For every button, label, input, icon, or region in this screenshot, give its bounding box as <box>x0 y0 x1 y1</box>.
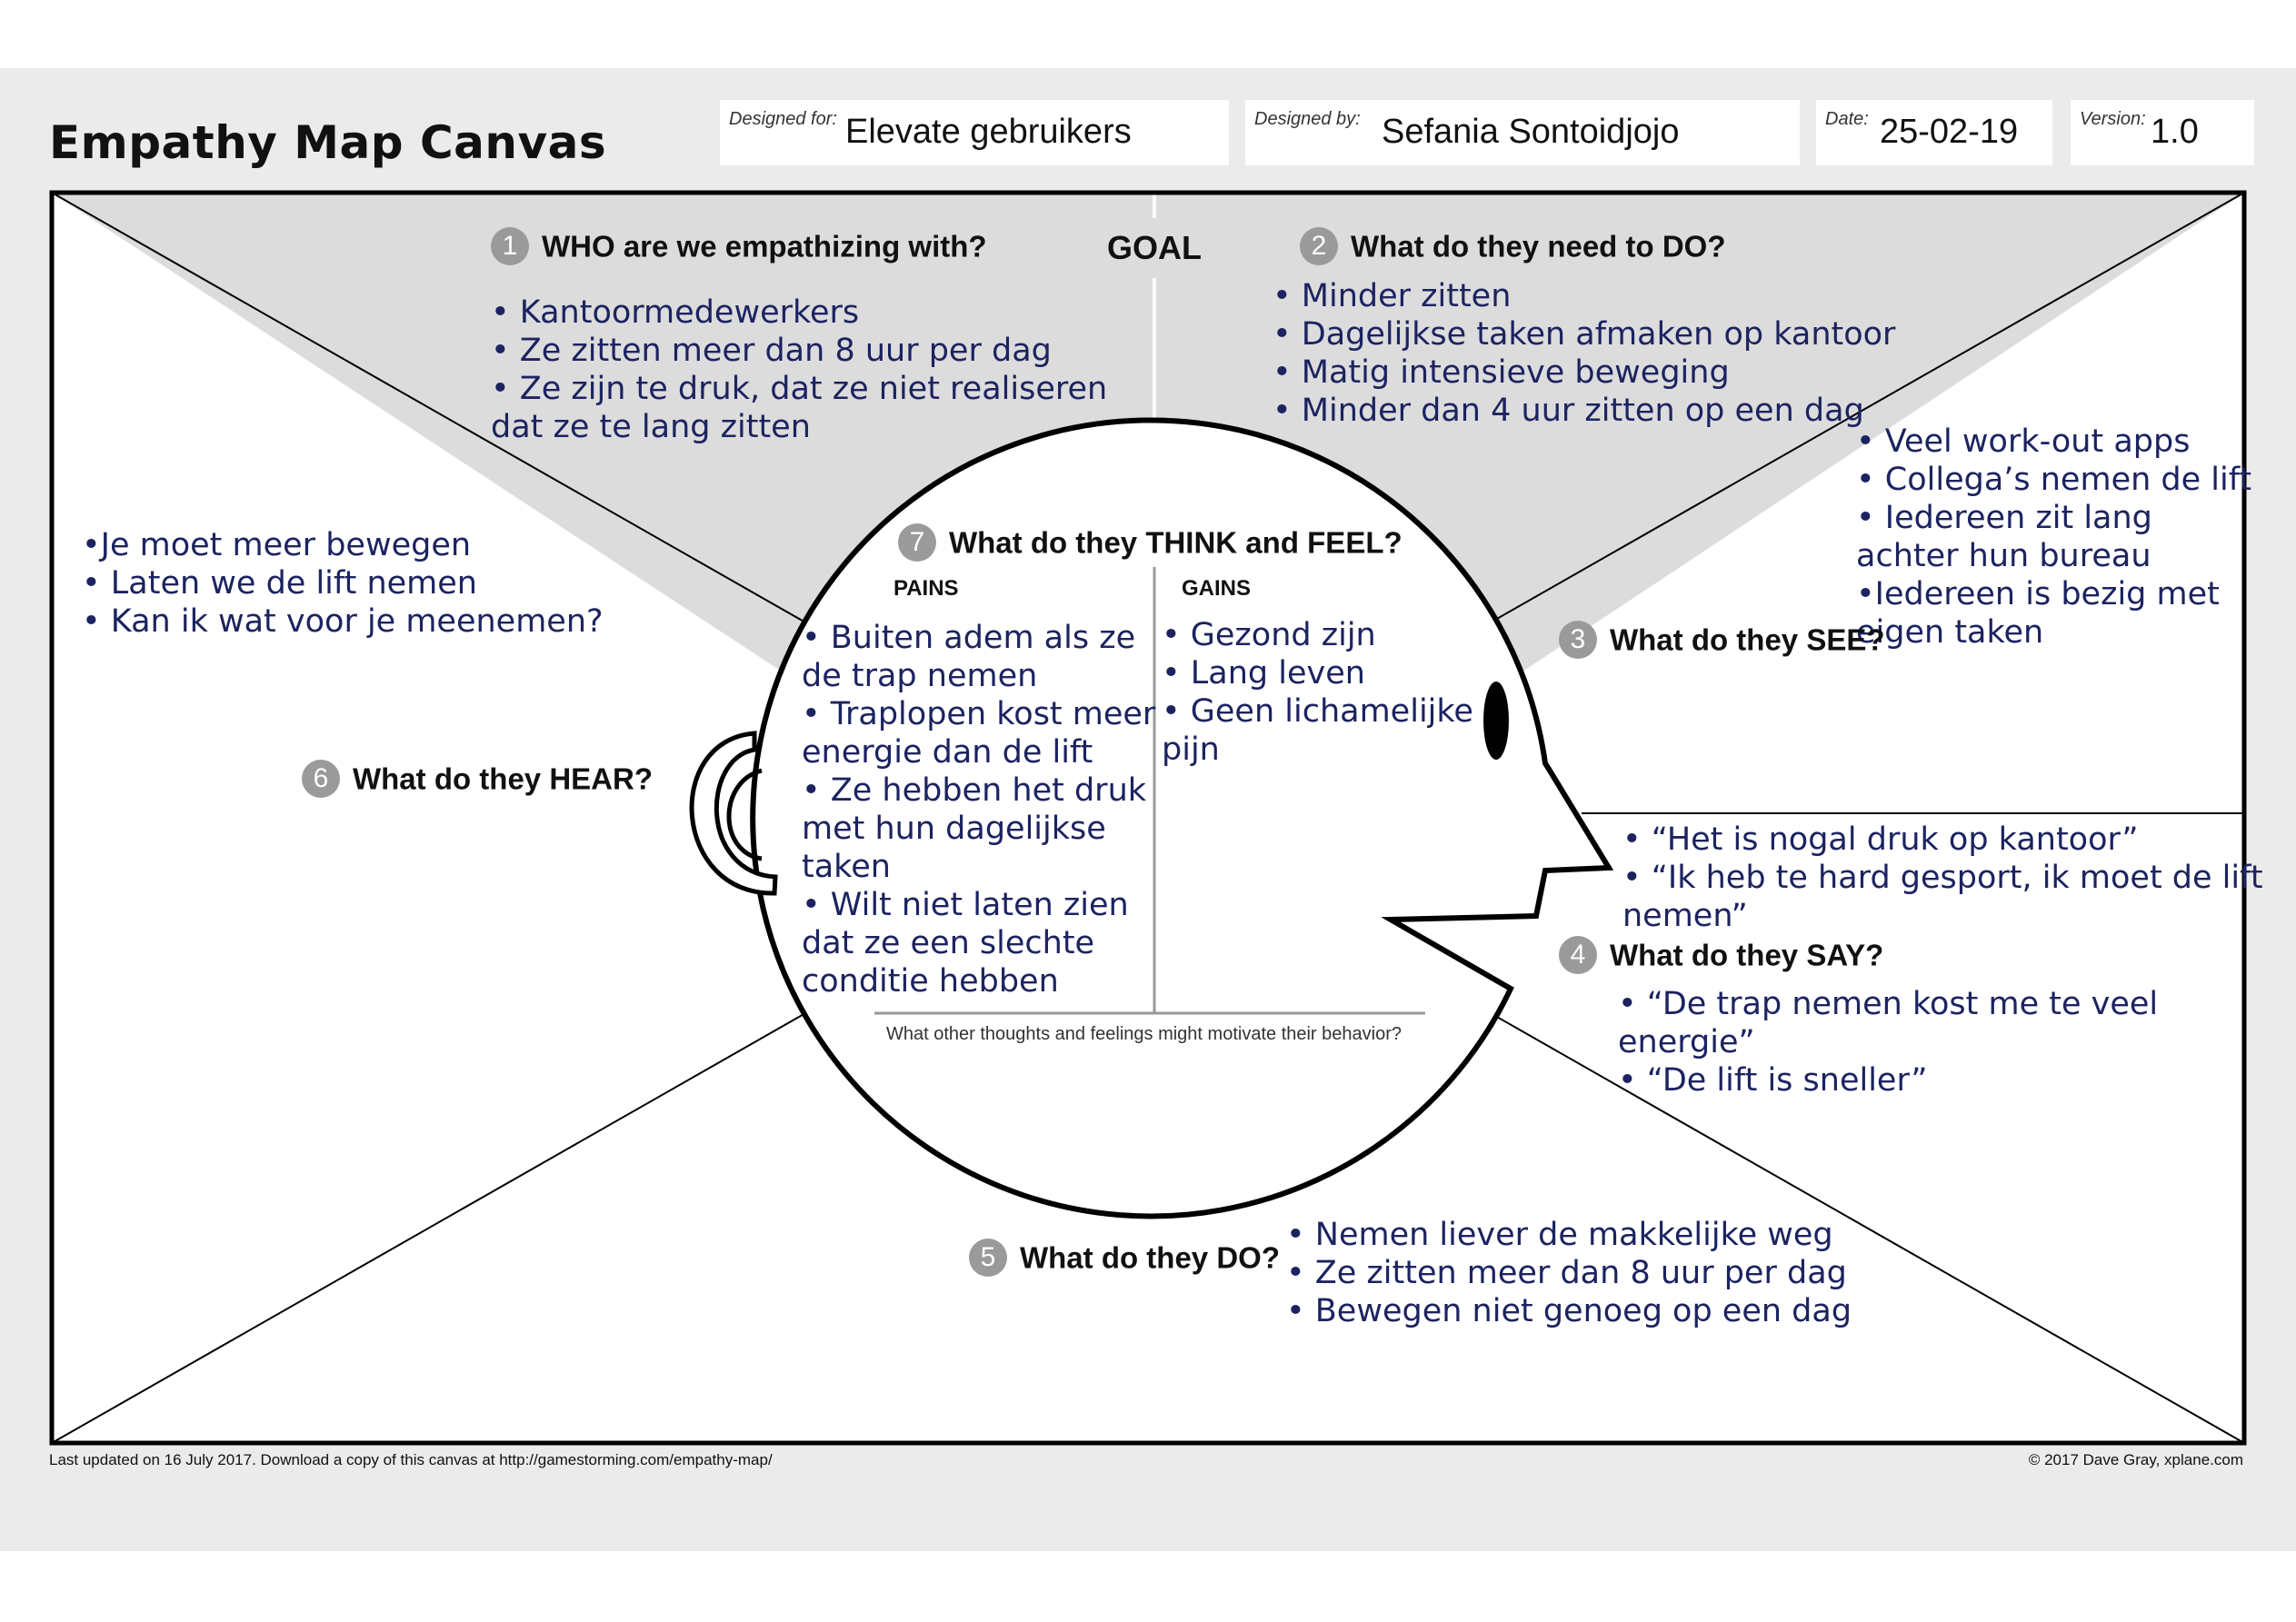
date-value: 25-02-19 <box>1880 113 2019 151</box>
date-field[interactable]: Date: 25-02-19 <box>1816 100 2052 165</box>
designed-for-value: Elevate gebruikers <box>845 113 1132 151</box>
pains-label: PAINS <box>893 576 959 601</box>
ear-inner <box>726 768 763 861</box>
step-4-badge: 4 <box>1559 936 1597 975</box>
gains-label: GAINS <box>1182 576 1252 601</box>
eye-icon <box>1483 682 1509 760</box>
hear-notes: •Je moet meer bewegen • Laten we de lift… <box>82 527 604 640</box>
date-label: Date: <box>1825 109 1869 129</box>
step-5-badge: 5 <box>969 1239 1007 1278</box>
head-outline <box>750 417 1614 1219</box>
step-6-badge: 6 <box>302 760 340 799</box>
goal-label: GOAL <box>1045 218 1263 278</box>
version-field[interactable]: Version: 1.0 <box>2071 100 2254 165</box>
gains-notes: • Gezond zijn • Lang leven • Geen licham… <box>1162 617 1473 768</box>
step-7-badge: 7 <box>898 523 936 562</box>
think-question: What other thoughts and feelings might m… <box>886 1024 1402 1044</box>
who-notes: • Kantoormedewerkers • Ze zitten meer da… <box>491 294 1108 445</box>
footer-updated: Last updated on 16 July 2017. Download a… <box>49 1451 773 1468</box>
designed-by-field[interactable]: Designed by: Sefania Sontoidjojo <box>1245 100 1800 165</box>
designed-for-field[interactable]: Designed for: Elevate gebruikers <box>720 100 1229 165</box>
version-label: Version: <box>2080 109 2146 129</box>
page-title: Empathy Map Canvas <box>49 116 607 169</box>
designed-by-value: Sefania Sontoidjojo <box>1382 113 1680 151</box>
say-notes-bottom: • “De trap nemen kost me te veel energie… <box>1618 986 2159 1099</box>
step-2-badge: 2 <box>1300 227 1338 266</box>
say-notes-top: • “Het is nogal druk op kantoor” • “Ik h… <box>1622 821 2263 934</box>
do-need-notes: • Minder zitten • Dagelijkse taken afmak… <box>1273 278 1896 429</box>
designed-by-label: Designed by: <box>1254 109 1361 129</box>
ear-outline <box>689 731 778 896</box>
do-notes: • Nemen liever de makkelijke weg • Ze zi… <box>1286 1217 1852 1329</box>
step-3-badge: 3 <box>1559 621 1597 660</box>
canvas-frame <box>49 190 2247 1446</box>
step-1-badge: 1 <box>491 227 529 266</box>
version-value: 1.0 <box>2151 113 2199 151</box>
see-notes: • Veel work-out apps • Collega’s nemen d… <box>1856 423 2252 651</box>
footer-copyright: © 2017 Dave Gray, xplane.com <box>2028 1451 2243 1468</box>
pains-notes: • Buiten adem als ze de trap nemen • Tra… <box>802 620 1156 1000</box>
designed-for-label: Designed for: <box>729 109 837 129</box>
